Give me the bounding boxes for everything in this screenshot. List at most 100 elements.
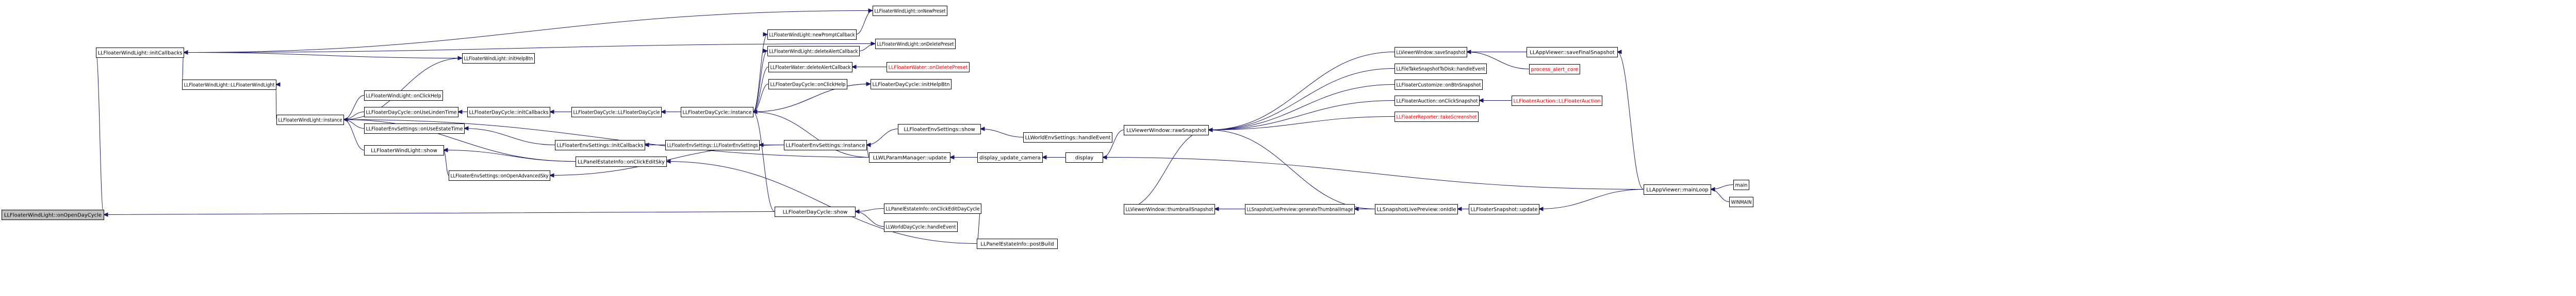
node-label: LLAppViewer::mainLoop: [1646, 188, 1708, 193]
graph-node-n8[interactable]: LLFloaterWindLight::deleteAlertCallback: [767, 46, 860, 56]
graph-node-n37[interactable]: LLSnapshotLivePreview::onIdle: [1375, 204, 1458, 214]
edge-line: [1466, 52, 1530, 69]
node-label: LLWLParamManager::update: [873, 155, 946, 161]
node-label: main: [1735, 183, 1748, 189]
edge-arrowhead: [979, 127, 985, 131]
graph-edge-16: [859, 41, 876, 51]
graph-node-n34[interactable]: LLViewerWindow::rawSnapshot: [1124, 125, 1209, 135]
edge-arrowhead: [949, 155, 955, 160]
node-box: [768, 62, 852, 72]
graph-node-n40[interactable]: LLAppViewer::saveFinalSnapshot: [1527, 47, 1618, 57]
graph-node-n2[interactable]: LLFloaterWindLight::LLFloaterWindLight: [182, 80, 276, 90]
graph-node-n28[interactable]: display_update_camera: [977, 152, 1043, 163]
edge-arrowhead: [868, 8, 874, 13]
node-box: [1512, 96, 1602, 106]
graph-node-n45[interactable]: LLFloaterAuction::LLFloaterAuction: [1512, 96, 1602, 106]
graph-edge-7: [342, 95, 365, 122]
graph-node-n0[interactable]: LLFloaterWindLight::onOpenDayCycle: [2, 210, 104, 220]
graph-node-n29[interactable]: display: [1065, 152, 1103, 163]
edge-arrowhead: [758, 143, 764, 147]
edge-line: [666, 161, 977, 244]
graph-edge-15: [752, 32, 768, 112]
graph-edge-20: [660, 110, 681, 114]
node-box: [1124, 204, 1215, 214]
graph-node-n49[interactable]: WINMAIN: [1729, 197, 1753, 207]
node-label: LLFloaterReporter::takeScreenshot: [1397, 115, 1477, 120]
graph-node-n26[interactable]: LLPanelEstateInfo::onClickEditSky: [576, 157, 667, 167]
edge-line: [866, 129, 898, 145]
graph-node-n41[interactable]: process_alert_core: [1529, 64, 1580, 74]
edge-line: [752, 34, 768, 112]
graph-node-n31[interactable]: LLPanelEstateInfo::onClickEditDayCycle: [884, 204, 981, 214]
graph-node-n9[interactable]: LLFloaterWindLight::onDeletePreset: [875, 39, 956, 49]
graph-node-n15[interactable]: LLFloaterWater::onDeletePreset: [887, 62, 970, 72]
graph-node-n47[interactable]: LLAppViewer::mainLoop: [1644, 184, 1711, 195]
edge-line: [183, 10, 873, 53]
node-label: LLFloaterWindLight::initHelpBtn: [464, 56, 533, 62]
edge-line: [464, 128, 555, 145]
graph-node-n32[interactable]: LLWorldDayCycle::handleEvent: [884, 222, 958, 232]
graph-edge-41: [1102, 155, 1644, 190]
graph-node-n5[interactable]: LLFloaterWindLight::initHelpBtn: [462, 53, 535, 64]
graph-node-n6[interactable]: LLFloaterWindLight::onNewPreset: [873, 6, 947, 16]
node-label: LLFloaterDayCycle::initHelpBtn: [873, 82, 950, 88]
graph-node-n33[interactable]: LLPanelEstateInfo::postBuild: [977, 239, 1058, 249]
graph-node-n39[interactable]: LLViewerWindow::saveSnapshot: [1394, 47, 1467, 57]
graph-node-n44[interactable]: LLFloaterAuction::onClickSnapshot: [1394, 96, 1480, 106]
edge-arrowhead: [660, 110, 666, 114]
graph-node-n21[interactable]: LLFloaterEnvSettings::instance: [784, 140, 867, 150]
node-label: LLFloaterEnvSettings::instance: [786, 143, 865, 149]
graph-edge-34: [442, 148, 449, 176]
node-box: [364, 107, 458, 117]
edge-arrowhead: [1466, 50, 1471, 54]
graph-node-n25[interactable]: LLFloaterEnvSettings::onOpenAdvancedSky: [449, 170, 550, 181]
graph-node-n36[interactable]: LLSnapshotLivePreview::generateThumbnail…: [1245, 204, 1355, 214]
graph-node-n16[interactable]: LLFloaterDayCycle::onClickHelp: [768, 79, 847, 89]
graph-node-n22[interactable]: LLFloaterEnvSettings::show: [898, 124, 981, 134]
edge-line: [1538, 189, 1644, 209]
graph-node-n17[interactable]: LLFloaterDayCycle::initHelpBtn: [871, 79, 951, 89]
node-box: [364, 90, 443, 101]
node-label: LLFloaterEnvSettings::initCallbacks: [557, 143, 644, 149]
node-label: LLPanelEstateInfo::postBuild: [980, 242, 1054, 247]
graph-node-n18[interactable]: LLFloaterEnvSettings::onUseEstateTime: [364, 123, 465, 134]
graph-node-n7[interactable]: LLFloaterWindLight::newPromptCallback: [767, 29, 857, 40]
edge-arrowhead: [665, 159, 671, 164]
graph-node-n4[interactable]: LLFloaterWindLight::onClickHelp: [364, 90, 443, 101]
graph-node-n14[interactable]: LLFloaterWater::deleteAlertCallback: [768, 62, 852, 72]
graph-node-n42[interactable]: LLFileTakeSnapshotToDisk::handleEvent: [1394, 64, 1487, 74]
node-label: LLFloaterWindLight::onNewPreset: [875, 9, 946, 14]
edge-arrowhead: [549, 110, 554, 114]
edge-arrowhead: [103, 212, 108, 217]
edge-arrowhead: [1102, 155, 1107, 160]
node-box: [665, 140, 760, 150]
graph-edge-52: [1213, 207, 1245, 211]
graph-edge-10: [342, 117, 365, 150]
node-box: [1527, 47, 1618, 57]
graph-node-n3[interactable]: LLFloaterWindLight::instance: [276, 115, 344, 125]
graph-node-n20[interactable]: LLFloaterEnvSettings::LLFloaterEnvSettin…: [665, 140, 760, 150]
node-box: [768, 79, 847, 89]
graph-node-n13[interactable]: LLFloaterDayCycle::instance: [681, 107, 753, 117]
graph-node-n19[interactable]: LLFloaterEnvSettings::initCallbacks: [555, 140, 645, 150]
graph-node-n11[interactable]: LLFloaterDayCycle::initCallbacks: [467, 107, 550, 117]
edge-arrowhead: [275, 82, 281, 87]
graph-node-n23[interactable]: LLWorldEnvSettings::handleEvent: [1023, 132, 1112, 143]
edge-line: [183, 52, 463, 58]
graph-node-n43[interactable]: LLFloaterCustomize::onBtnSnapshot: [1394, 80, 1483, 90]
graph-node-n27[interactable]: LLWLParamManager::update: [869, 152, 950, 163]
edge-line: [752, 51, 768, 112]
graph-node-n38[interactable]: LLFloaterSnapshot::update: [1469, 204, 1539, 214]
graph-node-n1[interactable]: LLFloaterWindLight::initCallbacks: [96, 48, 184, 58]
graph-node-n46[interactable]: LLFloaterReporter::takeScreenshot: [1394, 112, 1479, 122]
graph-node-n48[interactable]: main: [1733, 180, 1749, 190]
graph-node-n10[interactable]: LLFloaterDayCycle::onUseLindenTime: [364, 107, 458, 117]
graph-node-n35[interactable]: LLViewerWindow::thumbnailSnapshot: [1124, 204, 1215, 214]
graph-node-n12[interactable]: LLFloaterDayCycle::LLFloaterDayCycle: [571, 107, 662, 117]
graph-node-n24[interactable]: LLFloaterWindLight::show: [364, 145, 444, 155]
graph-edge-55: [1538, 189, 1644, 211]
edge-line: [183, 43, 876, 53]
graph-node-n30[interactable]: LLFloaterDayCycle::show: [775, 207, 856, 217]
node-box: [1124, 125, 1209, 135]
node-box: [182, 80, 276, 90]
